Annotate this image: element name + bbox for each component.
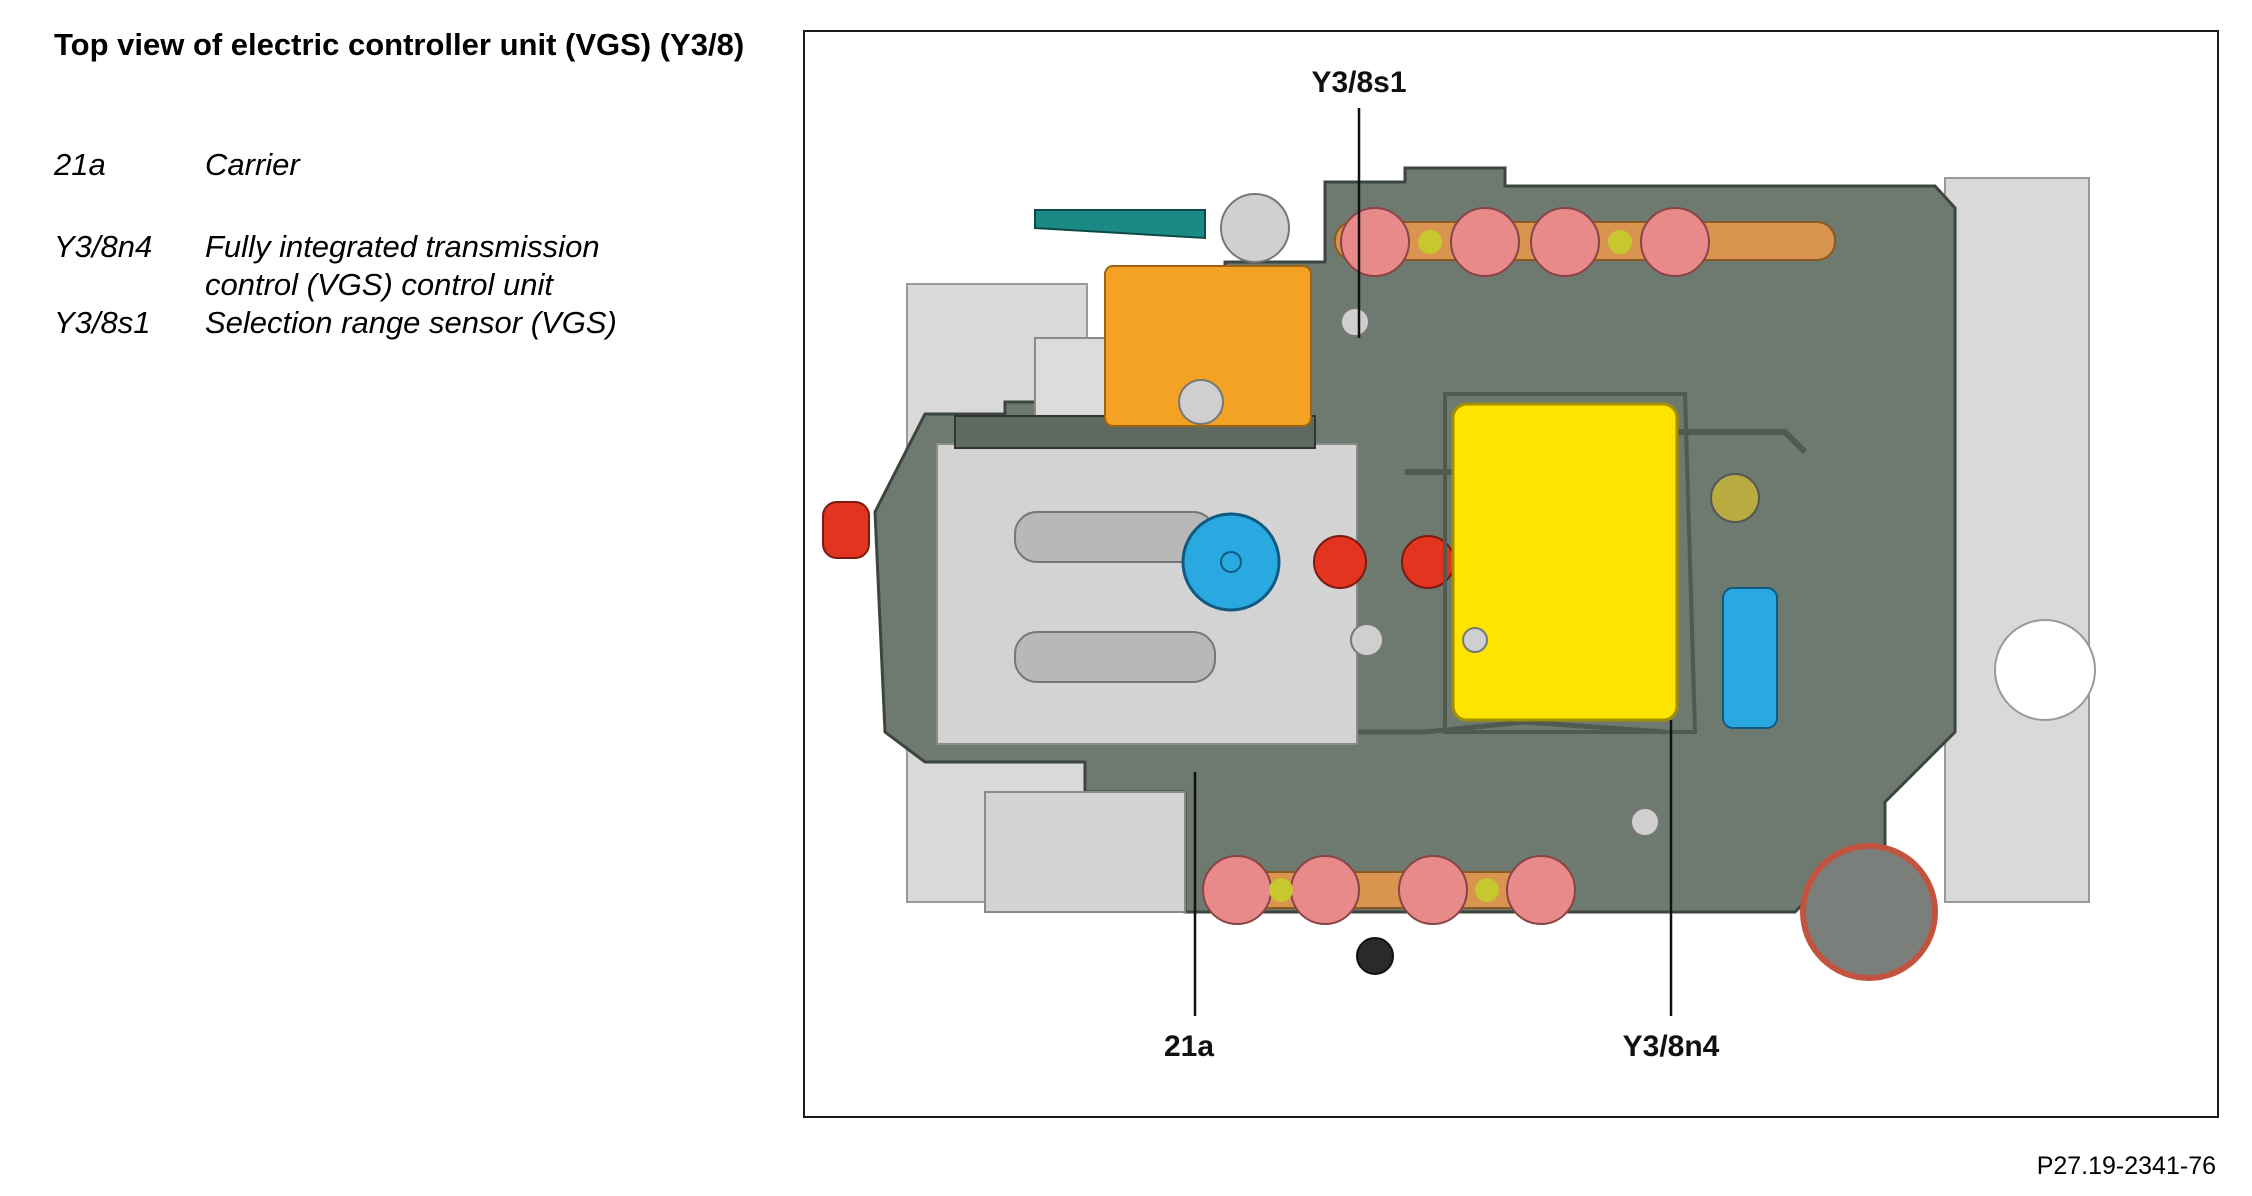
legend-item-sensor: Y3/8s1 Selection range sensor (VGS) [54,304,794,342]
lower-valve-plate [984,791,1186,913]
solenoid [1530,207,1600,277]
solenoid [1450,207,1520,277]
sensor-bolt [1178,379,1224,425]
diagram-title: Top view of electric controller unit (VG… [54,27,745,62]
solenoid [1290,855,1360,925]
legend-key: Y3/8s1 [54,305,151,340]
solenoid [1202,855,1272,925]
legend-desc: Selection range sensor (VGS) [205,305,617,340]
legend-desc: Carrier [205,147,300,182]
legend: 21a Carrier Y3/8n4 Fully integrated tran… [54,146,794,342]
controller-illustration: Y3/8s1 21a Y3/8n4 [822,66,2096,1063]
side-connector [1722,587,1778,729]
bolt [1710,473,1760,523]
solenoid [1640,207,1710,277]
valve-body [936,443,1358,745]
pressure-sensor [1181,512,1281,612]
callout-control-unit: Y3/8n4 [1623,1030,1720,1063]
legend-key: 21a [54,147,106,182]
solenoid [1398,855,1468,925]
right-plate-hole [1994,619,2096,721]
right-plate [1944,177,2090,903]
selection-range-sensor [1104,265,1312,427]
legend-item-control-unit: Y3/8n4 Fully integrated transmission con… [54,228,794,304]
red-cap [1313,535,1367,589]
callout-carrier: 21a [1164,1030,1214,1063]
bolt [1462,627,1488,653]
sensor-shaft [1220,193,1290,263]
legend-desc: Fully integrated transmission control (V… [205,229,600,302]
solenoid [1506,855,1576,925]
illustration-frame: Y3/8s1 21a Y3/8n4 [803,30,2219,1118]
main-connector [1800,843,1938,981]
bolt [1630,807,1660,837]
callout-sensor: Y3/8s1 [1311,66,1406,99]
bolt [1356,937,1394,975]
control-unit [1451,402,1679,722]
legend-key: Y3/8n4 [54,229,153,264]
bolt [1340,307,1370,337]
bolt [1350,623,1384,657]
solenoid [1340,207,1410,277]
teal-clip [1034,209,1206,240]
legend-item-carrier: 21a Carrier [54,146,794,184]
valve-spool [1014,631,1216,683]
figure-id: P27.19-2341-76 [2036,1152,2216,1180]
red-plug [822,501,870,559]
